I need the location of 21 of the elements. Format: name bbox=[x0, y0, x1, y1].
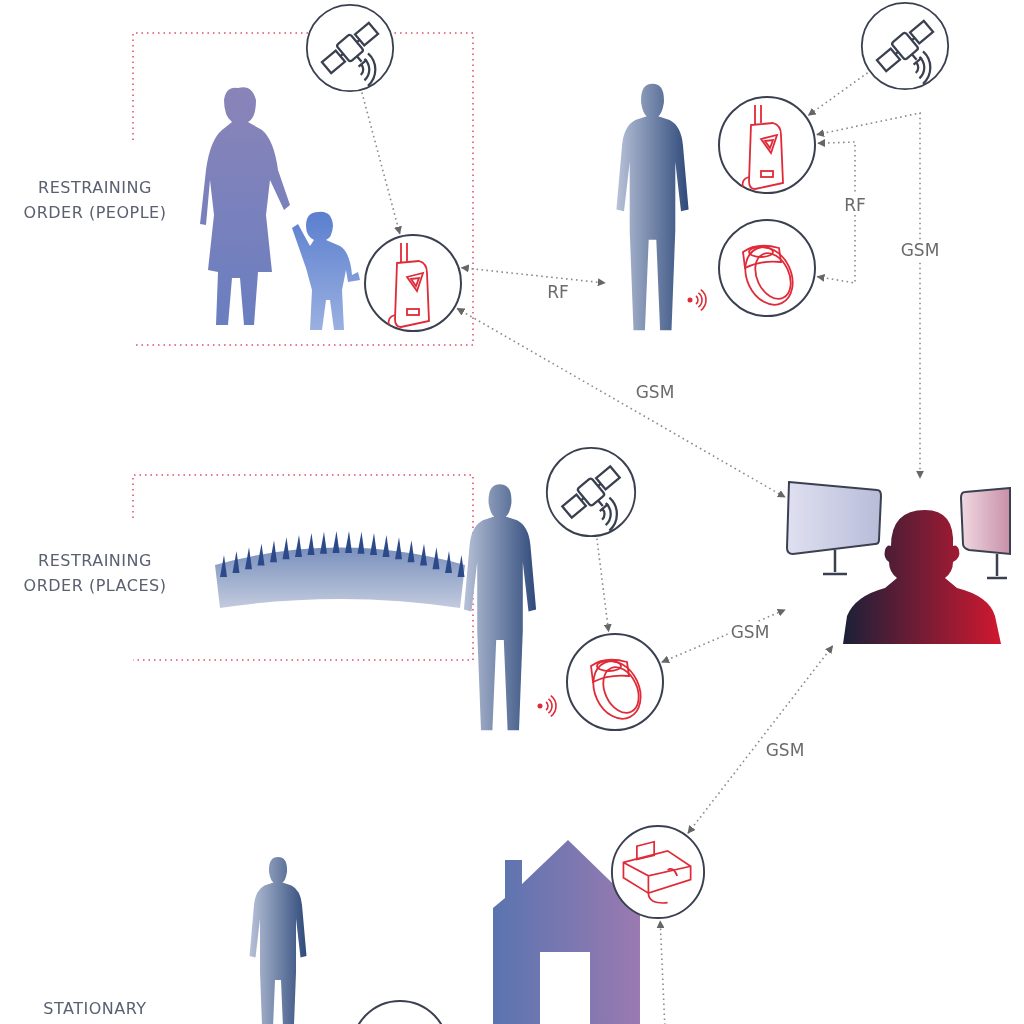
monitoring-operator-drawing bbox=[785, 478, 1010, 646]
satellite-icon bbox=[305, 3, 395, 93]
satellite-icon bbox=[860, 1, 950, 91]
dotted-arrow bbox=[687, 645, 834, 834]
section-label: RESTRAINING ORDER (PLACES) bbox=[22, 550, 168, 597]
tracker-handset-icon bbox=[717, 95, 817, 195]
satellite-icon bbox=[545, 446, 637, 538]
dotted-arrow bbox=[816, 139, 856, 284]
dotted-arrow bbox=[807, 72, 869, 117]
tracker-handset-icon bbox=[363, 233, 463, 333]
section-label: RESTRAINING ORDER (PEOPLE) bbox=[22, 177, 168, 224]
ankle-monitor-icon bbox=[717, 218, 817, 318]
dotted-arrow bbox=[460, 264, 606, 287]
ankle-monitor-icon bbox=[565, 632, 665, 732]
dotted-arrow bbox=[816, 112, 924, 479]
dotted-arrow bbox=[456, 307, 786, 498]
base-station-icon bbox=[610, 824, 706, 920]
dotted-arrow bbox=[361, 91, 402, 235]
section-label: STATIONARY bbox=[42, 998, 148, 1020]
dotted-arrow bbox=[656, 920, 666, 1024]
dotted-arrow bbox=[596, 537, 612, 633]
